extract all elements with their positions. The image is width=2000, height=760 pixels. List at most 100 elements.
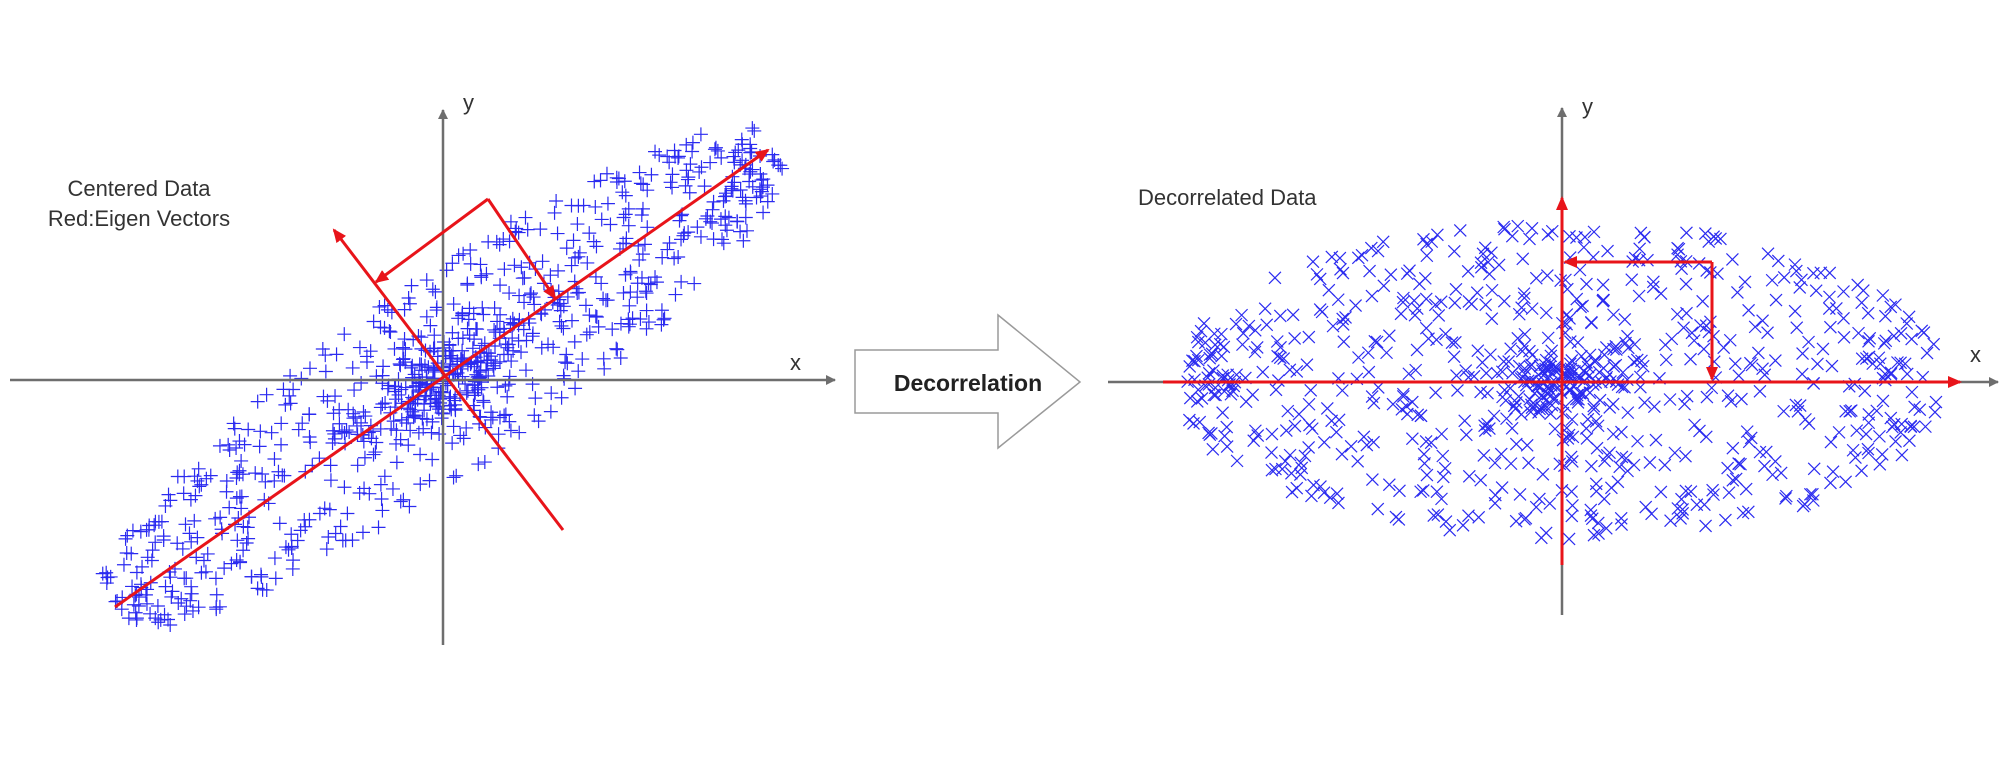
scatter-point [1447,244,1461,258]
scatter-point [462,301,477,316]
scatter-point [1796,347,1809,360]
scatter-point [498,407,513,422]
scatter-point [1533,359,1547,373]
left-title-line2: Red:Eigen Vectors [48,206,230,231]
scatter-point [1814,266,1828,280]
scatter-point [1258,302,1272,316]
scatter-point [1562,532,1576,546]
scatter-point [1443,523,1457,537]
scatter-point [259,387,274,402]
eigen-vector-bracket-b [486,198,557,300]
scatter-point [259,583,274,598]
scatter-point [1371,244,1385,258]
scatter-point [1743,356,1757,370]
scatter-point [1573,263,1587,277]
scatter-point [183,492,198,507]
scatter-point [131,590,146,605]
scatter-point [1197,317,1211,330]
scatter-point [1903,434,1916,448]
scatter-point [415,411,430,426]
scatter-point [703,155,718,170]
scatter-point [1729,472,1743,486]
scatter-point [258,474,273,489]
scatter-point [355,525,370,540]
scatter-point [1330,487,1344,501]
scatter-point [1193,415,1207,429]
right-title: Decorrelated Data [1138,185,1317,210]
scatter-point [1668,446,1682,460]
scatter-point [339,423,354,438]
scatter-point [1688,418,1702,432]
scatter-point [1891,356,1904,369]
scatter-point [706,194,721,209]
scatter-point [1271,349,1285,363]
scatter-point [1459,364,1473,378]
scatter-point [294,371,309,386]
scatter-point [1898,357,1912,371]
scatter-point [616,236,631,251]
scatter-point [749,190,764,205]
scatter-point [1371,502,1385,516]
scatter-point [541,337,556,352]
scatter-point [1732,457,1746,471]
scatter-point [1732,369,1746,383]
scatter-point [580,255,595,270]
scatter-point [1191,353,1205,367]
scatter-point [475,300,490,315]
scatter-point [1700,390,1714,404]
scatter-point [212,599,227,614]
scatter-point [1323,491,1337,505]
scatter-point [560,289,575,304]
scatter-point [1798,412,1812,426]
scatter-point [1336,266,1350,280]
scatter-point [1742,435,1756,449]
scatter-point [1384,268,1398,282]
scatter-point [329,347,344,362]
scatter-point [405,404,420,419]
scatter-point [1502,355,1516,368]
scatter-point [1517,287,1531,301]
scatter-point [745,162,760,177]
scatter-point [1855,296,1869,310]
scatter-point [1411,408,1425,422]
scatter-point [1905,385,1919,399]
scatter-point [733,183,748,198]
scatter-point [1541,331,1555,345]
scatter-point [1286,308,1300,322]
scatter-point [456,431,471,446]
scatter-point [404,278,419,293]
scatter-point [1420,237,1434,251]
scatter-point [1879,334,1893,348]
scatter-point [368,445,383,460]
scatter-point [705,202,720,217]
scatter-point [528,391,543,406]
scatter-point [622,298,637,313]
scatter-point [633,312,648,327]
scatter-point [398,355,413,370]
scatter-point [284,527,299,542]
scatter-point [1543,497,1557,510]
scatter-point [1859,427,1873,441]
scatter-point [559,241,574,256]
scatter-point [175,541,190,556]
scatter-point [596,351,611,366]
scatter-point [1696,294,1710,308]
scatter-point [1396,389,1410,403]
scatter-point [1430,333,1443,347]
scatter-point [252,439,267,454]
scatter-point [637,237,652,252]
scatter-point [1765,273,1779,287]
scatter-point [1621,329,1634,343]
scatter-point [1445,336,1459,350]
scatter-point [648,270,663,285]
scatter-point [1928,405,1942,419]
scatter-point [1707,488,1720,502]
scatter-point [345,360,360,375]
scatter-point [434,385,449,400]
scatter-point [446,470,461,485]
scatter-point [1844,404,1858,417]
scatter-point [1789,398,1803,412]
decorrelation-arrow-shape [854,313,1082,450]
scatter-point [1839,404,1853,418]
scatter-point [1631,434,1644,448]
